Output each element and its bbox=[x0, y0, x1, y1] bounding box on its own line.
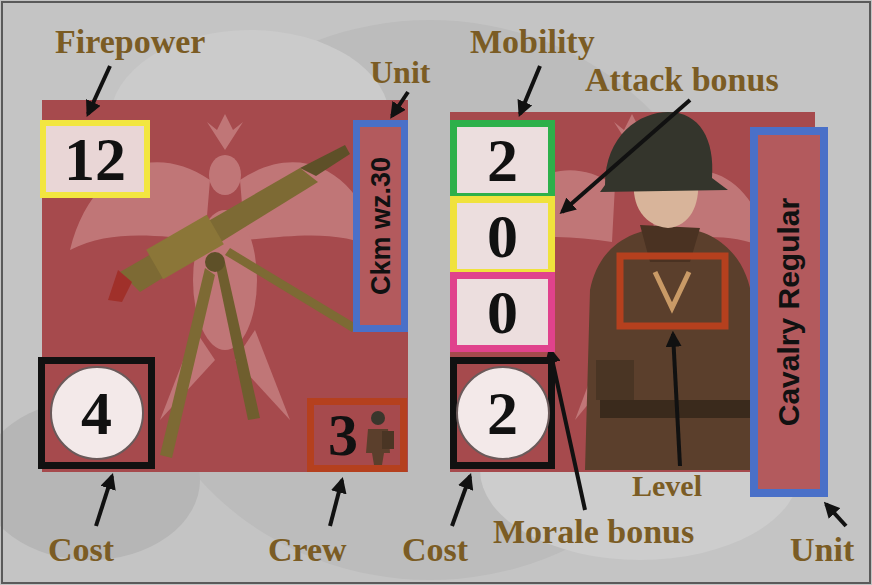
stat-value: 12 bbox=[64, 128, 126, 190]
leader-arrow bbox=[392, 92, 408, 116]
callout-label: Cost bbox=[48, 532, 114, 568]
leader-arrow bbox=[520, 66, 540, 114]
unit-name-box: Ckm wz.30 bbox=[353, 120, 408, 332]
soldier-figure bbox=[585, 112, 755, 470]
callout-label: Unit bbox=[370, 56, 430, 90]
stat-box: 2 bbox=[450, 120, 555, 200]
stat-value: 0 bbox=[487, 205, 518, 267]
stat-value: 3 bbox=[328, 405, 358, 465]
level-chevron bbox=[655, 272, 689, 308]
callout-label: Attack bonus bbox=[585, 62, 779, 98]
callout-label: Mobility bbox=[470, 24, 595, 60]
stat-box: 2 bbox=[450, 357, 555, 469]
leader-arrow bbox=[550, 350, 585, 510]
leader-arrow bbox=[452, 476, 470, 526]
callout-label: Crew bbox=[268, 532, 347, 568]
leader-arrow bbox=[562, 100, 690, 212]
stat-box: 0 bbox=[450, 196, 555, 276]
level-box bbox=[620, 256, 725, 326]
crew-icon bbox=[362, 409, 396, 465]
weapon-card bbox=[42, 100, 408, 472]
callout-label: Firepower bbox=[55, 24, 205, 60]
callout-label: Cost bbox=[402, 532, 468, 568]
leader-arrow bbox=[88, 66, 110, 114]
unit-name: Cavalry Regular bbox=[774, 198, 804, 426]
stat-box: 12 bbox=[40, 120, 150, 198]
unit-name: Ckm wz.30 bbox=[367, 157, 394, 295]
callout-label: Level bbox=[632, 470, 702, 502]
stat-value: 0 bbox=[487, 281, 518, 343]
stat-box: 4 bbox=[38, 357, 155, 469]
leader-arrow bbox=[330, 480, 342, 526]
callout-label: Morale bonus bbox=[493, 514, 694, 550]
stat-value: 4 bbox=[81, 382, 112, 444]
stat-value: 2 bbox=[487, 129, 518, 191]
leader-arrow bbox=[96, 476, 112, 526]
stat-box: 0 bbox=[450, 272, 555, 352]
unit-name-box: Cavalry Regular bbox=[750, 127, 828, 497]
stat-box: 3 bbox=[307, 398, 407, 472]
callout-label: Unit bbox=[790, 532, 854, 568]
leader-arrow bbox=[673, 334, 680, 466]
stat-value: 2 bbox=[487, 382, 518, 444]
leader-arrow bbox=[826, 504, 846, 526]
